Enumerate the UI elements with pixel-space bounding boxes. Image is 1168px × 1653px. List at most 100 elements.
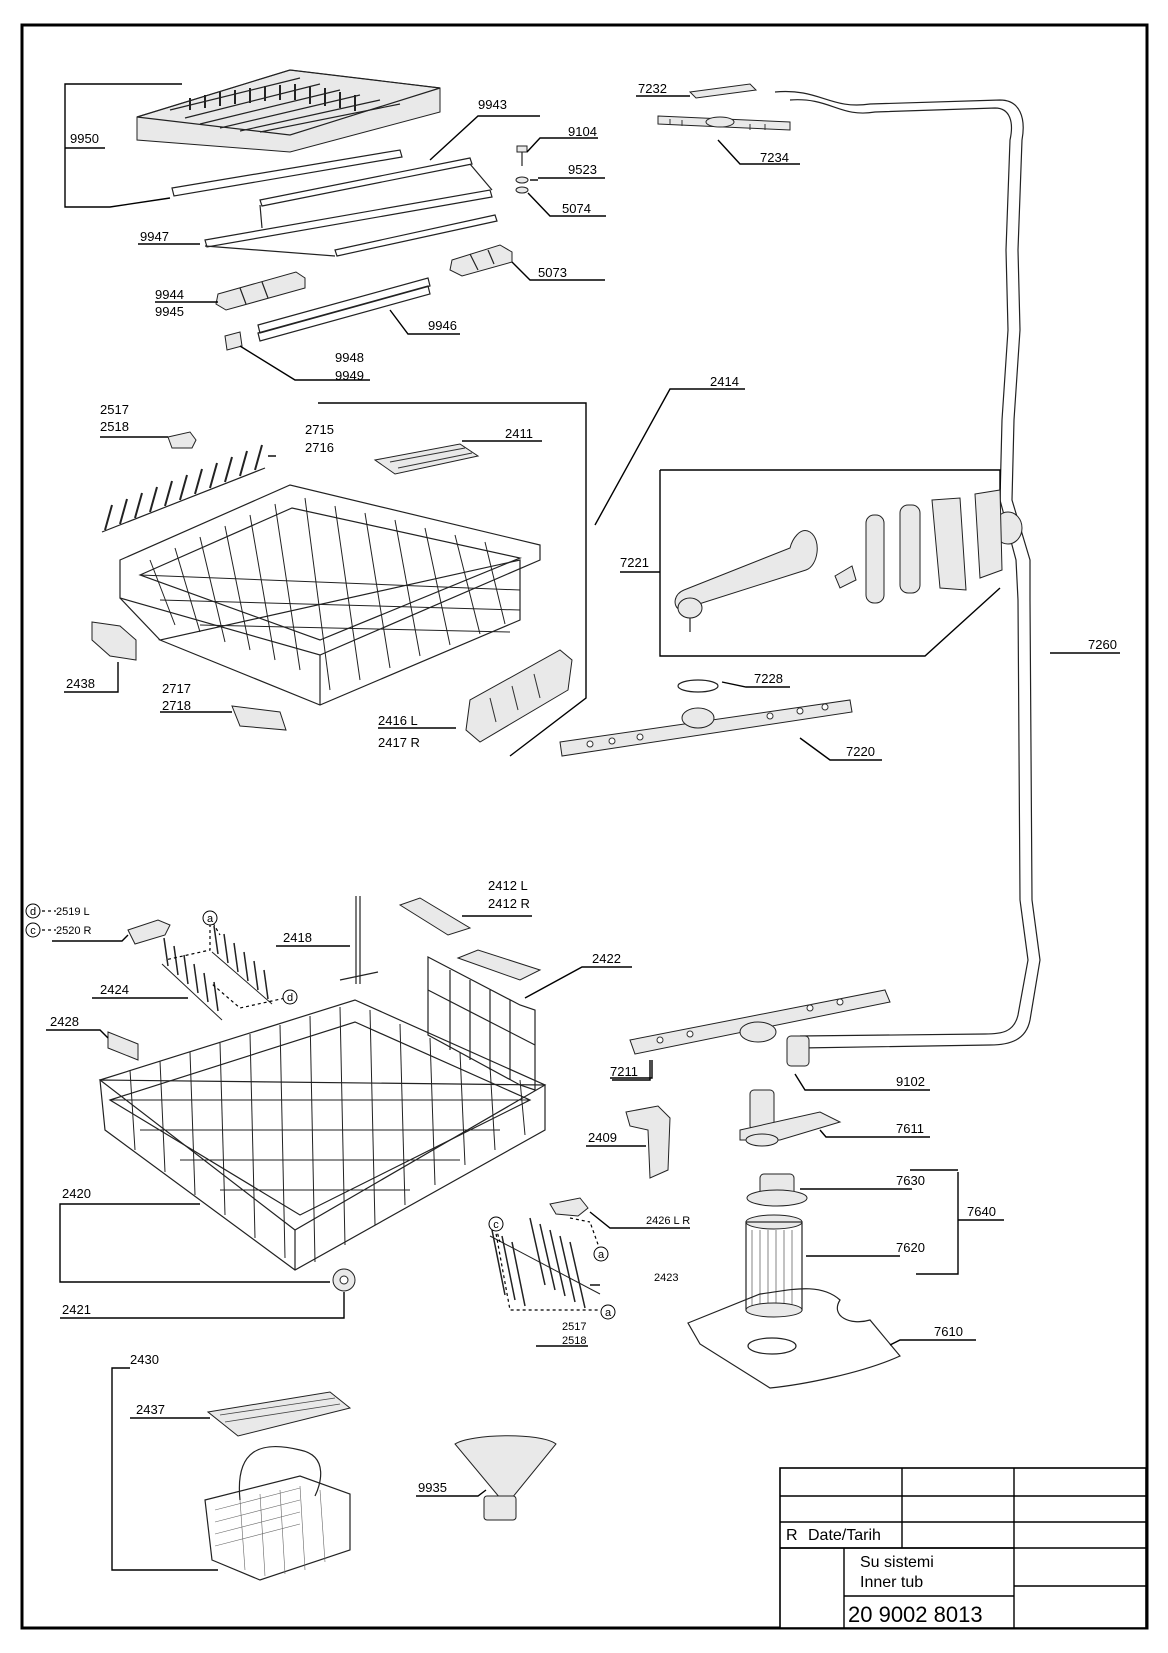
bubble-d: d [30, 906, 36, 918]
handle-2717 [231, 705, 287, 731]
bubble-a: a [598, 1249, 605, 1261]
label-9102: 9102 [896, 1074, 925, 1089]
label-2414: 2414 [710, 374, 739, 389]
label-2426: 2426 L R [646, 1215, 690, 1227]
bubble-d: d [287, 992, 293, 1004]
label-2411: 2411 [505, 426, 533, 441]
label-2716: 2716 [305, 440, 334, 455]
label-2519-left: 2519 L [56, 906, 90, 918]
bracket-2409 [625, 1105, 671, 1179]
label-2715: 2715 [305, 422, 334, 437]
label-2438: 2438 [66, 676, 95, 691]
title-turkish: Su sistemi [860, 1554, 934, 1571]
revision-cell: R [786, 1527, 798, 1544]
spray-arm-7211 [629, 989, 891, 1055]
label-2518-upper: 2518 [100, 419, 129, 434]
label-5074: 5074 [562, 201, 591, 216]
label-2518-lower: 2518 [562, 1335, 586, 1347]
label-7611: 7611 [896, 1121, 924, 1136]
label-9947: 9947 [140, 229, 169, 244]
tray-rails [171, 149, 498, 257]
rail-9946 [257, 277, 431, 342]
filter-7620 [745, 1214, 803, 1318]
screw-9104 [515, 145, 529, 194]
spray-arm-7220 [559, 679, 853, 757]
bubble-c: c [30, 925, 36, 937]
wheel-2421 [332, 1268, 356, 1292]
label-7232: 7232 [638, 81, 667, 96]
top-spray-arm-7234 [657, 83, 791, 131]
document-number: 20 9002 8013 [848, 1602, 983, 1627]
bracket-9944 [215, 271, 306, 311]
date-label: Date/Tarih [808, 1527, 881, 1544]
lower-basket-2420 [98, 999, 547, 1271]
leader-lines-bottom-left [111, 1367, 487, 1571]
label-2421: 2421 [62, 1302, 91, 1317]
clip-9948 [224, 331, 243, 351]
label-5073: 5073 [538, 265, 567, 280]
label-2718: 2718 [162, 698, 191, 713]
handle-2428 [107, 1031, 139, 1061]
tag-2438 [91, 621, 137, 661]
bubble-a: a [207, 913, 214, 925]
filter-7630 [746, 1173, 808, 1207]
rod-2418 [339, 896, 379, 984]
label-9950: 9950 [70, 131, 99, 146]
label-2416-left: 2416 L [378, 713, 418, 728]
label-2423: 2423 [654, 1272, 678, 1284]
label-2412-right: 2412 R [488, 896, 530, 911]
label-2420: 2420 [62, 1186, 91, 1201]
label-2517-upper: 2517 [100, 402, 129, 417]
label-7221: 7221 [620, 555, 649, 570]
sump-7611 [739, 1089, 842, 1147]
bracket-5073 [449, 244, 513, 277]
label-2717: 2717 [162, 681, 191, 696]
filter-plate-7610 [687, 1288, 901, 1389]
label-9948: 9948 [335, 350, 364, 365]
bubble-c: c [493, 1219, 499, 1231]
label-2430: 2430 [130, 1352, 159, 1367]
title-block: R Date/Tarih Su sistemi Inner tub 20 900… [779, 1467, 1147, 1629]
rack-2422 [427, 956, 536, 1091]
label-7234: 7234 [760, 150, 789, 165]
spray-arm-assembly-7221 [659, 469, 1003, 657]
label-7260: 7260 [1088, 637, 1117, 652]
leader-lines-middle-left [64, 402, 587, 757]
cup-shelf-2411 [373, 443, 480, 475]
label-2409: 2409 [588, 1130, 617, 1145]
label-9945: 9945 [155, 304, 184, 319]
part-labels: 9950 9943 9104 9523 5074 9947 5073 9944 … [50, 81, 1117, 1495]
label-2517-lower: 2517 [562, 1321, 586, 1333]
label-9104: 9104 [568, 124, 597, 139]
label-7630: 7630 [896, 1173, 925, 1188]
label-2422: 2422 [592, 951, 621, 966]
label-7211: 7211 [610, 1064, 638, 1079]
label-2520-right: 2520 R [56, 925, 92, 937]
title-english: Inner tub [860, 1574, 923, 1591]
label-7620: 7620 [896, 1240, 925, 1255]
upper-basket [119, 484, 541, 706]
label-7228: 7228 [754, 671, 783, 686]
label-7220: 7220 [846, 744, 875, 759]
label-7640: 7640 [967, 1204, 996, 1219]
label-2428: 2428 [50, 1014, 79, 1029]
cutlery-tray-9950 [136, 69, 441, 153]
leader-lines-upper-left [64, 83, 606, 381]
bubble-a: a [605, 1307, 612, 1319]
tine-row-2715 [101, 444, 266, 533]
label-2418: 2418 [283, 930, 312, 945]
shelf-2412 [398, 897, 542, 981]
folding-tines-2424 [161, 925, 273, 1021]
funnel-9935 [454, 1435, 557, 1521]
leader-lines-lower-right [612, 1060, 1004, 1346]
clip-2519 [127, 919, 171, 945]
label-7610: 7610 [934, 1324, 963, 1339]
label-9949: 9949 [335, 368, 364, 383]
basket-rail-2416 [465, 649, 573, 743]
label-9943: 9943 [478, 97, 507, 112]
clip-2517 [167, 431, 197, 449]
clip-2426 [549, 1197, 589, 1217]
label-9944: 9944 [155, 287, 184, 302]
cutlery-basket-2430 [204, 1391, 352, 1581]
